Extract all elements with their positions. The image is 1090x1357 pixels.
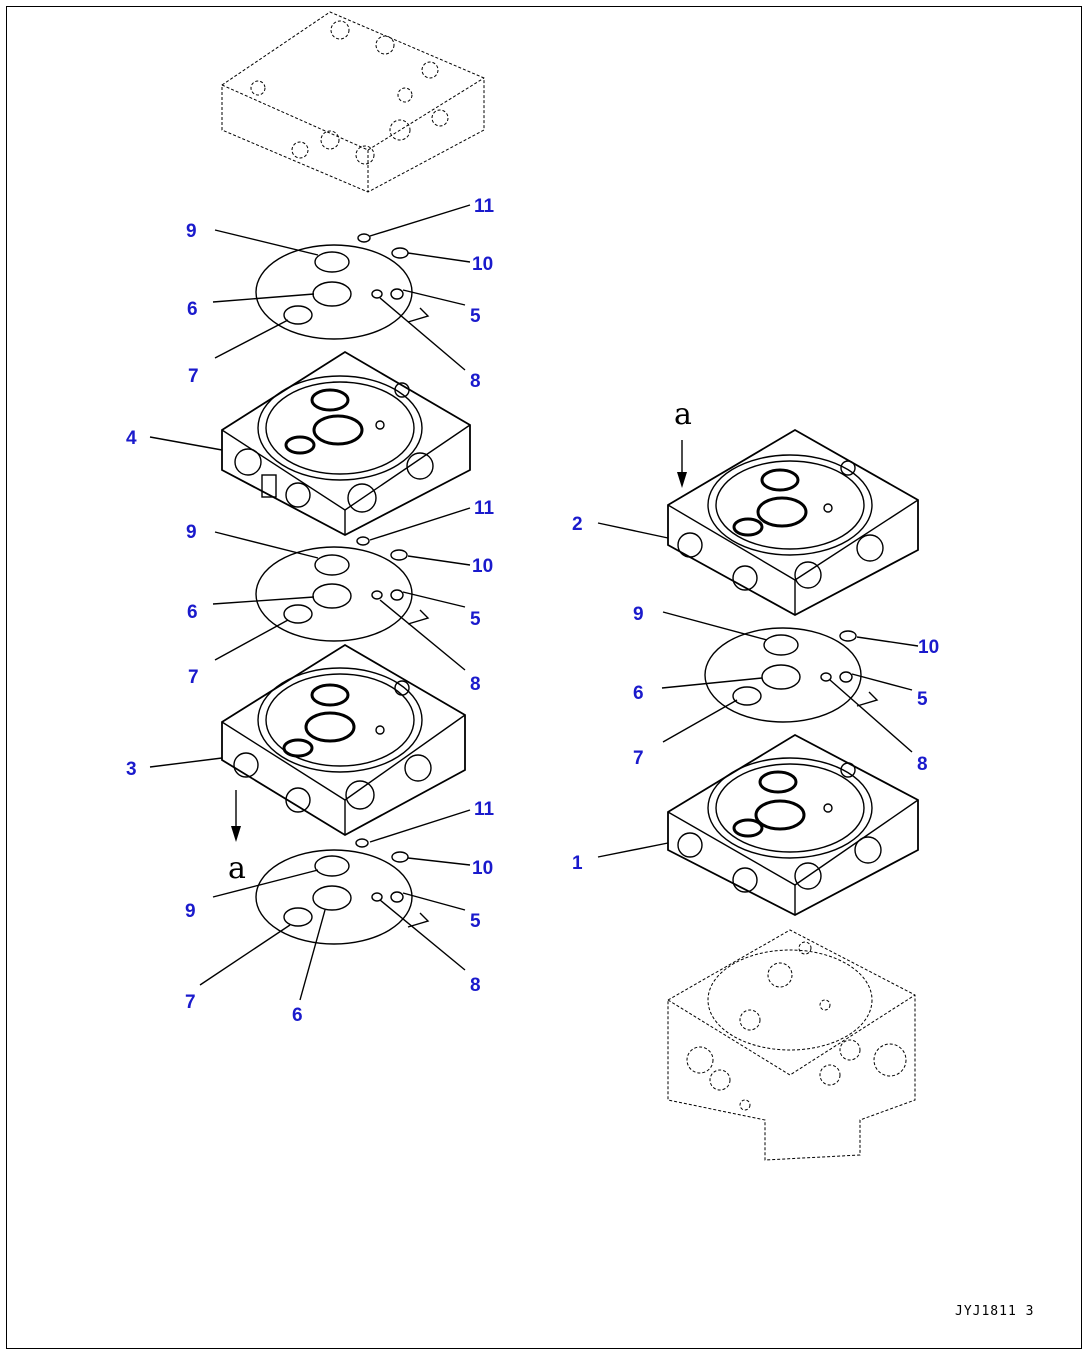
callout-11: 11 xyxy=(474,196,495,217)
view-arrow-down xyxy=(231,826,241,842)
callout-5: 5 xyxy=(470,609,481,630)
gasket-plate-set-2 xyxy=(212,507,471,671)
small-ring-5 xyxy=(390,288,404,300)
callout-body-2: 2 xyxy=(572,514,583,535)
callout-5: 5 xyxy=(470,306,481,327)
o-ring-10 xyxy=(391,247,409,259)
callout-6: 6 xyxy=(187,602,198,623)
port-ring-7 xyxy=(283,305,313,325)
callout-8: 8 xyxy=(470,371,481,392)
callout-10: 10 xyxy=(472,556,493,577)
view-label-a: a xyxy=(228,851,246,886)
callout-9: 9 xyxy=(185,901,196,922)
callout-9: 9 xyxy=(633,604,644,625)
callout-10: 10 xyxy=(472,254,493,275)
callout-10: 10 xyxy=(472,858,493,879)
callout-8: 8 xyxy=(470,975,481,996)
callout-7: 7 xyxy=(633,748,644,769)
callout-6: 6 xyxy=(292,1005,303,1026)
callout-5: 5 xyxy=(917,689,928,710)
gasket-plate-set-4 xyxy=(661,611,919,753)
valve-body-1 xyxy=(667,733,919,917)
callout-7: 7 xyxy=(188,667,199,688)
port-ring-6 xyxy=(312,281,352,307)
port-ring-9 xyxy=(314,251,350,273)
gasket-plate-set-1 xyxy=(212,204,471,371)
callout-6: 6 xyxy=(187,299,198,320)
callout-body-3: 3 xyxy=(126,759,137,780)
callout-body-4: 4 xyxy=(126,428,137,449)
callout-11: 11 xyxy=(474,799,495,820)
callout-11: 11 xyxy=(474,498,495,519)
valve-body-4 xyxy=(221,350,471,537)
callout-8: 8 xyxy=(917,754,928,775)
callout-5: 5 xyxy=(470,911,481,932)
callout-8: 8 xyxy=(470,674,481,695)
phantom-housing-top xyxy=(221,11,485,193)
o-ring-11 xyxy=(357,233,371,243)
callout-10: 10 xyxy=(918,637,939,658)
valve-body-2 xyxy=(667,428,919,617)
callout-body-1: 1 xyxy=(572,853,583,874)
gasket-plate-set-3 xyxy=(199,809,471,1001)
small-ring-8 xyxy=(371,289,383,299)
callout-7: 7 xyxy=(185,992,196,1013)
valve-body-3 xyxy=(221,643,466,837)
callout-6: 6 xyxy=(633,683,644,704)
drawing-frame xyxy=(6,6,1082,1349)
callout-7: 7 xyxy=(188,366,199,387)
view-label-a: a xyxy=(674,397,692,432)
callout-9: 9 xyxy=(186,522,197,543)
phantom-housing-bottom xyxy=(667,929,916,1161)
view-arrow-down-right xyxy=(677,472,687,488)
drawing-code: JYJ1811 3 xyxy=(955,1304,1034,1319)
callout-9: 9 xyxy=(186,221,197,242)
